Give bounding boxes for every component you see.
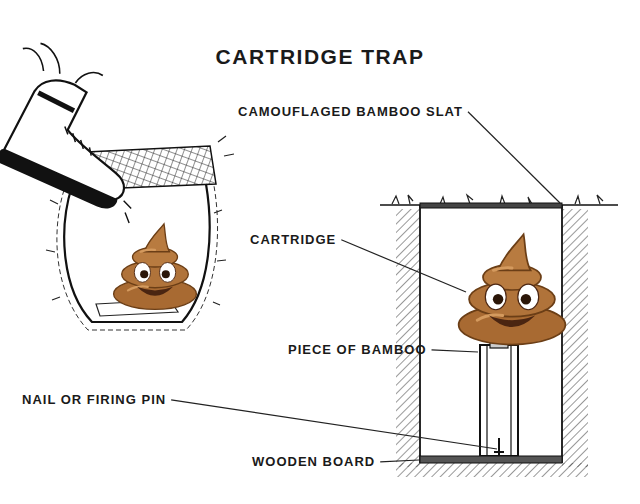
boot-drawing [0, 148, 118, 213]
bamboo-slat [420, 203, 562, 208]
left-pit [64, 184, 209, 322]
right-pit [561, 205, 563, 463]
right-pit [419, 205, 421, 463]
poo-emoji [114, 224, 197, 309]
firing-pin [494, 438, 504, 456]
bamboo-tube [510, 345, 511, 456]
bamboo-tube [480, 345, 518, 456]
leader-line [171, 400, 497, 449]
bamboo-tube [486, 345, 487, 456]
boot-drawing [4, 69, 155, 201]
right-pit [562, 209, 588, 467]
part-label: PIECE OF BAMBOO [288, 342, 427, 358]
poo-emoji [459, 234, 566, 344]
wooden-board [420, 456, 562, 463]
leader-lines [171, 112, 560, 462]
boot-drawing [37, 93, 74, 111]
boot-drawing [18, 37, 105, 93]
boot-drawing [0, 136, 136, 229]
part-label: CAMOUFLAGED BAMBOO SLAT [238, 104, 463, 120]
leader-line [468, 112, 560, 203]
leader-line [380, 460, 419, 462]
leader-line [341, 240, 466, 292]
part-label: NAIL OR FIRING PIN [22, 392, 166, 408]
right-pit [380, 204, 420, 206]
right-pit [380, 195, 618, 477]
left-pit [57, 186, 218, 330]
firing-pin [498, 438, 500, 456]
part-label: WOODEN BOARD [252, 454, 375, 470]
diagram-title: CARTRIDGE TRAP [216, 44, 425, 69]
leader-line [432, 350, 478, 352]
right-pit [562, 204, 618, 206]
left-pit [46, 184, 226, 330]
boot-drawing [0, 35, 181, 228]
right-pit [396, 209, 420, 467]
wooden-board [420, 456, 562, 463]
right-pit [396, 463, 588, 477]
boot-drawing [58, 126, 97, 155]
firing-pin [494, 451, 504, 453]
bamboo-slat [420, 203, 562, 208]
part-label: CARTRIDGE [250, 232, 336, 248]
bamboo-tube [480, 345, 518, 456]
